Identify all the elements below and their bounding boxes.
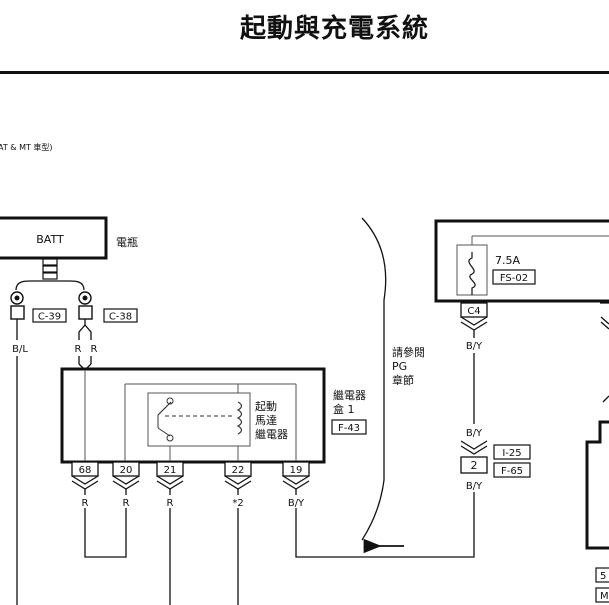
- reference-note-line1: 請參閱: [392, 345, 425, 359]
- relay-pin-wire-label: R: [167, 498, 174, 509]
- relay-pin-3: 22 *2: [224, 461, 252, 509]
- fuse-box: 7.5A FS-02 C4 B/Y: [434, 219, 609, 424]
- relay-pin-number: 21: [164, 465, 177, 476]
- terminal-c39: C-39 B/L: [10, 291, 67, 605]
- relay-label-line3: 繼電器: [255, 427, 288, 441]
- relay-coil: [236, 401, 243, 435]
- battery-side-label: 電瓶: [116, 235, 138, 249]
- battery-box: [0, 216, 108, 260]
- connector-f65-label: F-65: [501, 466, 523, 477]
- wire-r-right-label: R: [91, 344, 98, 355]
- connector-f43-box: [331, 419, 367, 435]
- relay-pin-0: 68R: [71, 461, 99, 509]
- fuse-id-label: FS-02: [500, 273, 528, 284]
- wire-bl-label: B/L: [12, 344, 28, 355]
- connector-c38-label: C-38: [109, 312, 132, 323]
- battery-box-label: BATT: [36, 233, 64, 246]
- relay-pin-number: 19: [290, 465, 303, 476]
- relay-label-line2: 馬達: [255, 414, 277, 427]
- terminal-c38: C-38 R R: [75, 291, 138, 371]
- relay-pin-number: 22: [232, 465, 245, 476]
- inline-pin-label: 2: [471, 459, 478, 472]
- reference-note-line2: PG: [392, 360, 407, 373]
- fuse-wire-label: B/Y: [466, 341, 483, 352]
- relay-pin-4: 19B/Y: [282, 461, 310, 509]
- reference-bracket: [361, 217, 387, 541]
- connector-c38-box: [103, 308, 138, 323]
- relay-pin-number: 68: [79, 465, 92, 476]
- battery: BATT 電瓶: [0, 216, 138, 291]
- inline-wire-out-label: B/Y: [466, 481, 483, 492]
- relay-pin-2: 21R: [156, 461, 184, 509]
- connector-c39-label: C-39: [38, 312, 61, 323]
- title-divider: [0, 71, 609, 74]
- wire-by-link: [295, 492, 475, 558]
- model-note: AT & MT 車型): [0, 143, 53, 152]
- relay-box-title-line1: 繼電器: [333, 388, 366, 402]
- fuse-pin-label: C4: [467, 306, 480, 317]
- wire-r-loop: [84, 508, 127, 558]
- connector-f65-box: [493, 462, 531, 478]
- wire-r-left-label: R: [75, 344, 82, 355]
- connector-i25-label: I-25: [502, 448, 521, 459]
- inline-connector: B/Y 2 I-25 F-65 B/Y: [460, 428, 531, 492]
- relay-pin-wire-label: R: [82, 498, 89, 509]
- right-partial-component: 5 M: [585, 395, 609, 603]
- right-edge-label-1: 5: [600, 571, 606, 582]
- relay-pin-1: 20R: [112, 461, 140, 509]
- page-title: 起動與充電系統: [239, 14, 429, 44]
- fuse-rating: 7.5A: [495, 254, 520, 267]
- inline-wire-in-label: B/Y: [466, 428, 483, 439]
- connector-c39-box: [32, 308, 67, 323]
- relay-label-line1: 起動: [255, 399, 277, 413]
- connector-f43-label: F-43: [338, 423, 360, 434]
- relay-box-title-line2: 盒 1: [333, 402, 355, 416]
- relay-symbol: [147, 392, 251, 447]
- reference-note-line3: 章節: [392, 373, 414, 387]
- relay-pin-number: 20: [120, 465, 133, 476]
- relay-box-1: 起動 馬達 繼電器 繼電器 盒 1 F-43: [60, 367, 367, 464]
- relay-pin-wire-label: *2: [232, 498, 243, 509]
- right-edge-label-2: M: [600, 591, 609, 602]
- relay-pin-wire-label: R: [123, 498, 130, 509]
- connector-i25-box: [493, 444, 531, 460]
- relay-pin-wire-label: B/Y: [288, 498, 305, 509]
- fuse-symbol: [468, 252, 476, 295]
- fuse-id-box: [492, 269, 536, 285]
